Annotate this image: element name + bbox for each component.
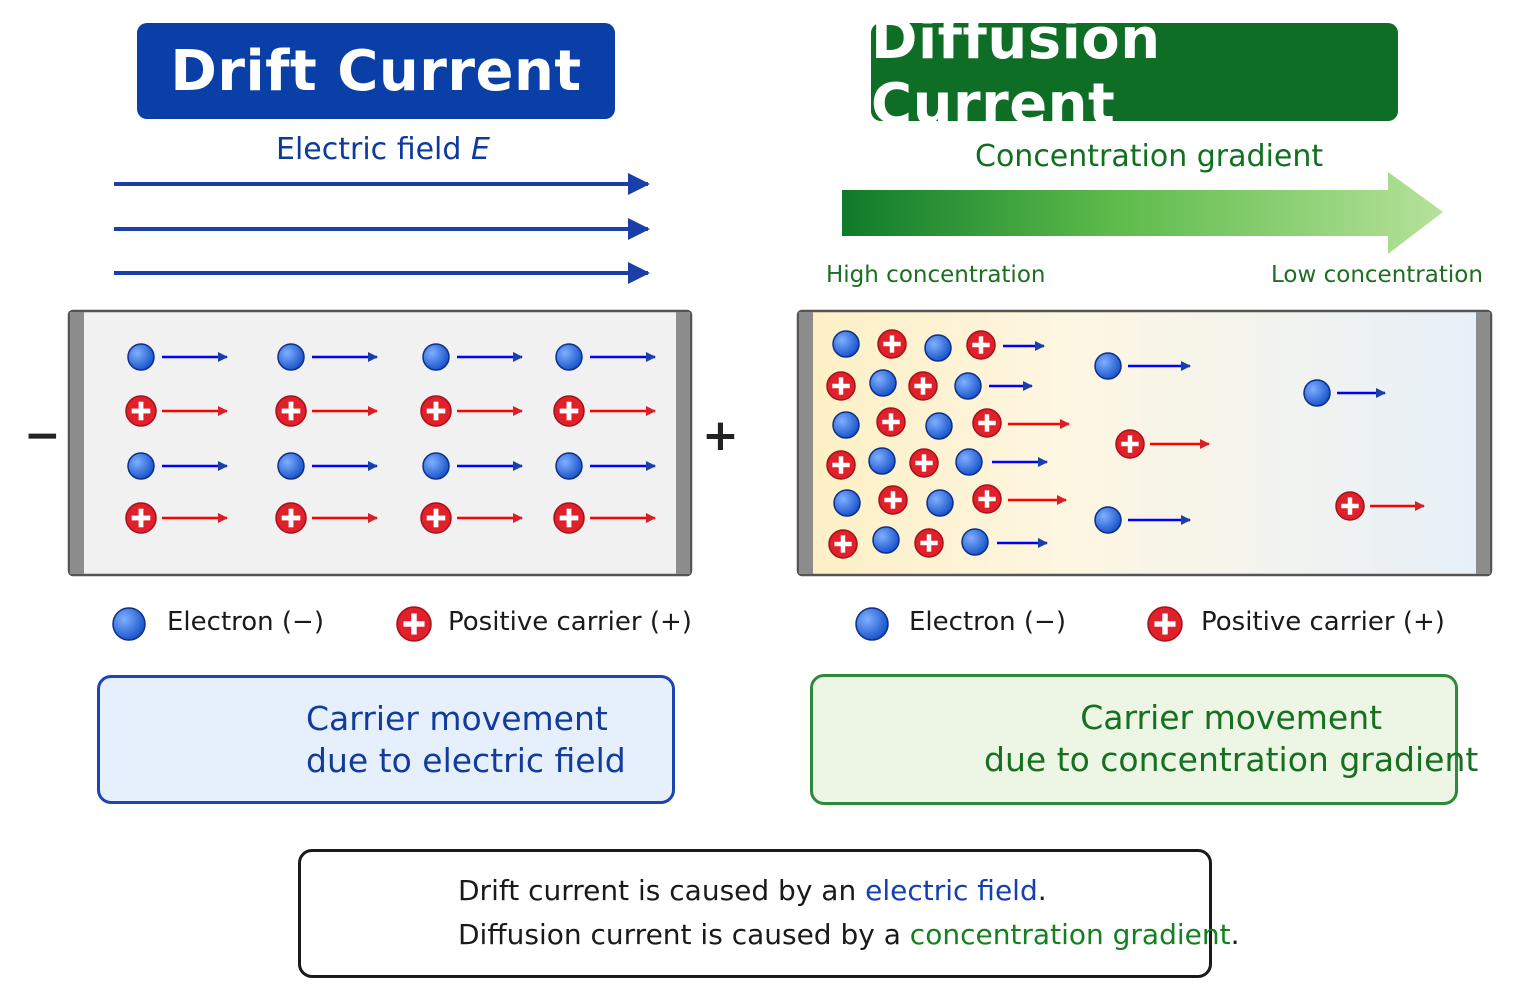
electron-icon [1094, 352, 1122, 380]
summary-note-line-1: Drift current is caused by an electric f… [458, 874, 1047, 907]
note-electric-field-highlight: electric field [865, 874, 1038, 907]
positive-carrier-icon [909, 448, 939, 478]
positive-carrier-icon [828, 529, 858, 559]
positive-carrier-icon [966, 330, 996, 360]
electron-icon [872, 526, 900, 554]
positive-carrier-icon [1335, 491, 1365, 521]
electron-icon [869, 369, 897, 397]
electron-icon [277, 343, 305, 371]
positive-carrier-icon [826, 371, 856, 401]
electron-icon [555, 343, 583, 371]
positive-carrier-icon [553, 395, 585, 427]
positive-carrier-icon [878, 485, 908, 515]
positive-terminal-sign: + [702, 410, 739, 461]
concentration-gradient-arrow [842, 172, 1443, 254]
diffusion-carriers [826, 329, 1425, 559]
electron-icon [422, 343, 450, 371]
drift-info-line-1: Carrier movement [306, 699, 608, 738]
diffusion-info-line-2: due to concentration gradient [984, 740, 1479, 779]
drift-carriers [125, 343, 656, 534]
electron-icon [954, 372, 982, 400]
positive-carrier-icon [125, 395, 157, 427]
diffusion-info-box [810, 674, 1458, 805]
positive-carrier-icon [275, 502, 307, 534]
diffusion-legend-electron-label: Electron (−) [909, 607, 1066, 637]
note-line-1-text: Drift current is caused by an [458, 874, 866, 907]
note-line-2-text: Diffusion current is caused by a [458, 918, 910, 951]
electron-icon [1303, 379, 1331, 407]
drift-semiconductor-bar [67, 309, 693, 577]
electron-icon [1094, 506, 1122, 534]
electron-icon [925, 412, 953, 440]
diffusion-info-text: Carrier movement due to concentration gr… [984, 697, 1478, 781]
electron-icon [422, 452, 450, 480]
positive-carrier-icon [876, 407, 906, 437]
electron-icon [855, 607, 889, 641]
summary-note-line-2: Diffusion current is caused by a concent… [458, 918, 1239, 951]
electric-field-symbol: E [470, 132, 490, 167]
positive-carrier-icon [972, 484, 1002, 514]
positive-carrier-icon [420, 502, 452, 534]
note-line-2-period: . [1230, 918, 1240, 951]
right-electrode [676, 312, 690, 574]
electron-icon [926, 489, 954, 517]
note-concentration-gradient-highlight: concentration gradient [909, 918, 1231, 951]
electric-field-text: Electric field [276, 132, 462, 167]
drift-legend-electron-label: Electron (−) [167, 607, 324, 637]
positive-carrier-icon [877, 329, 907, 359]
high-concentration-label: High concentration [826, 262, 1046, 288]
positive-carrier-icon [972, 408, 1002, 438]
positive-carrier-icon [1115, 429, 1145, 459]
positive-carrier-icon [420, 395, 452, 427]
drift-info-text: Carrier movement due to electric field [306, 698, 626, 782]
left-electrode [799, 312, 813, 574]
diffusion-legend-positive-label: Positive carrier (+) [1201, 607, 1445, 637]
electron-icon [961, 528, 989, 556]
summary-note-box [298, 849, 1212, 978]
positive-carrier-icon [125, 502, 157, 534]
electron-icon [555, 452, 583, 480]
low-concentration-label: Low concentration [1271, 262, 1483, 288]
electron-icon [833, 489, 861, 517]
concentration-gradient-label: Concentration gradient [975, 139, 1324, 174]
positive-carrier-icon [275, 395, 307, 427]
electron-icon [924, 334, 952, 362]
electric-field-arrows [114, 173, 650, 284]
drift-info-box [97, 675, 675, 804]
electron-icon [868, 447, 896, 475]
negative-terminal-sign: − [24, 410, 61, 461]
drift-title-text: Drift Current [170, 38, 582, 104]
note-line-1-period: . [1037, 874, 1047, 907]
positive-carrier-icon [396, 606, 432, 642]
positive-carrier-icon [908, 371, 938, 401]
electron-icon [127, 452, 155, 480]
diffusion-current-title: Diffusion Current [871, 7, 1398, 137]
electron-icon [112, 607, 146, 641]
positive-carrier-icon [826, 450, 856, 480]
legend-markers [112, 606, 1183, 642]
diffusion-title-text: Diffusion Current [871, 7, 1161, 137]
drift-current-title: Drift Current [137, 23, 615, 119]
electric-field-label: Electric field E [276, 132, 490, 167]
positive-carrier-icon [553, 502, 585, 534]
positive-carrier-icon [1147, 606, 1183, 642]
electron-icon [832, 330, 860, 358]
drift-info-line-2: due to electric field [306, 741, 626, 780]
left-electrode [70, 312, 84, 574]
electron-icon [832, 411, 860, 439]
electron-icon [277, 452, 305, 480]
electron-icon [127, 343, 155, 371]
positive-carrier-icon [914, 528, 944, 558]
drift-legend-positive-label: Positive carrier (+) [448, 607, 692, 637]
diffusion-info-line-1: Carrier movement [1080, 698, 1383, 737]
electron-icon [955, 448, 983, 476]
right-electrode [1476, 312, 1490, 574]
